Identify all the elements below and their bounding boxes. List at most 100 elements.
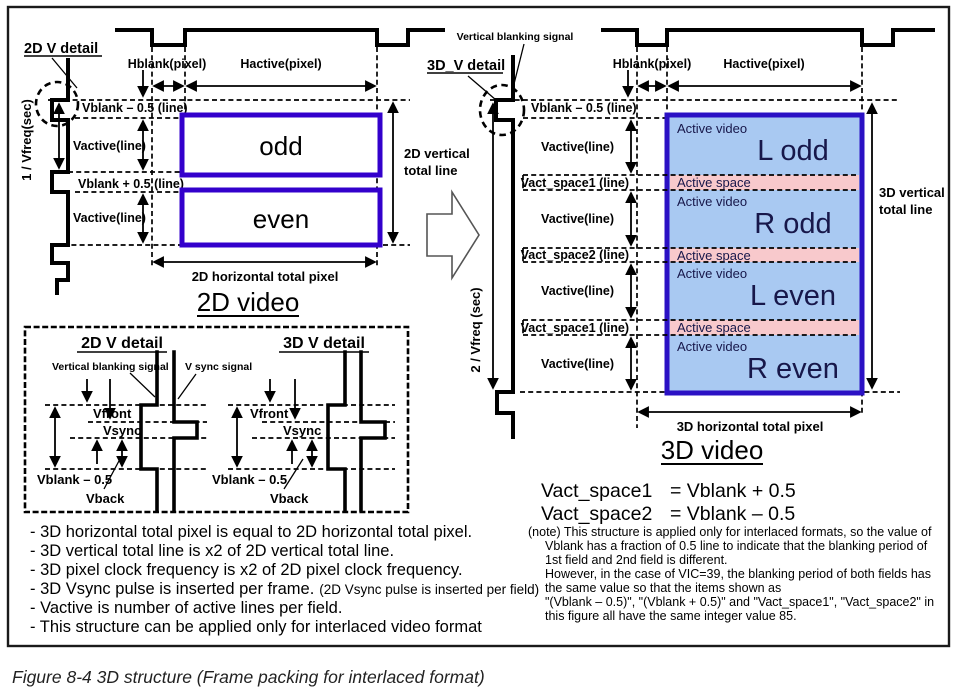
detail-circle (478, 83, 526, 137)
2d-detail-vsync-waveform (172, 350, 199, 512)
active-video-label: Active video (677, 121, 747, 136)
3d-diagram: Vertical blanking signal 3D_V detail Hbl… (427, 28, 945, 465)
vact-space1-label: Vact_space1 (line) (521, 321, 629, 335)
3d-vblank-waveform (494, 55, 515, 439)
vfront-label: Vfront (250, 406, 289, 421)
v-detail-box: 2D V detail 3D V detail Vertical blankin… (23, 325, 410, 514)
note-line: (note) This structure is applied only fo… (528, 525, 932, 539)
pointer-line (103, 458, 121, 490)
vactive-label: Vactive(line) (73, 139, 146, 153)
3d-video-title: 3D video (661, 435, 764, 465)
note-line: Vblank has a fraction of 0.5 line to ind… (545, 539, 928, 553)
vfront-label: Vfront (93, 406, 132, 421)
vact-space2-formula-rhs: = Vblank – 0.5 (670, 503, 795, 525)
hblank-label: Hblank(pixel) (613, 57, 692, 71)
odd-field-box (179, 112, 383, 178)
2d-horizontal-total-label: 2D horizontal total pixel (192, 269, 339, 284)
vback-label: Vback (86, 491, 125, 506)
vsync-label: Vsync (103, 423, 141, 438)
bullet-item: - 3D Vsync pulse is inserted per frame. (… (30, 580, 539, 598)
vblank-plus-label: Vblank + 0.5 (line) (78, 177, 184, 191)
active-space-band (670, 248, 859, 262)
vblank-label: Vblank – 0.5 (212, 472, 287, 487)
vact-space2-formula-lhs: Vact_space2 (541, 503, 652, 525)
3d-vertical-total-label: 3D vertical (879, 185, 945, 200)
vactive-label: Vactive(line) (541, 212, 614, 226)
2d-v-detail-label: 2D V detail (24, 41, 98, 57)
bullet-item: - 3D pixel clock frequency is x2 of 2D p… (30, 561, 463, 579)
3d-v-detail-label: 3D_V detail (427, 58, 505, 74)
vact-space2-label: Vact_space2 (line) (521, 248, 629, 262)
bullet-list: - 3D horizontal total pixel is equal to … (30, 523, 539, 636)
active-space-band (670, 175, 859, 190)
vactive-label: Vactive(line) (73, 211, 146, 225)
vblank-minus-label: Vblank – 0.5 (line) (531, 101, 637, 115)
vact-space1-formula-rhs: = Vblank + 0.5 (670, 480, 796, 502)
bullet-item-suffix: (2D Vsync pulse is inserted per field) (319, 582, 539, 597)
active-video-label: Active video (677, 266, 747, 281)
bullet-item-main: - 3D Vsync pulse is inserted per frame. (30, 580, 314, 598)
vact-space1-label: Vact_space1 (line) (521, 176, 629, 190)
2d-hsync-waveform (115, 28, 445, 47)
even-field-box (179, 187, 383, 248)
note-block: (note) This structure is applied only fo… (528, 525, 934, 623)
l-odd-label: L odd (757, 135, 829, 167)
3d-detail-vsync-waveform (359, 350, 387, 512)
even-label: even (253, 204, 309, 234)
blanking-signal-label: Vertical blanking signal (457, 31, 574, 43)
active-video-label: Active video (677, 194, 747, 209)
l-even-label: L even (750, 280, 836, 312)
2d-vertical-total-label2: total line (404, 163, 457, 178)
note-line: this figure all have the same integer va… (545, 609, 797, 623)
vsync-signal-label: V sync signal (185, 361, 252, 373)
pointer-line (511, 43, 525, 93)
vact-space1-formula-lhs: Vact_space1 (541, 480, 652, 502)
2d-video-title: 2D video (197, 287, 300, 317)
vblank-minus-label: Vblank – 0.5 (line) (82, 101, 188, 115)
active-space-band (670, 320, 859, 335)
3d-vertical-total-label2: total line (879, 202, 932, 217)
3d-hsync-waveform (601, 28, 935, 47)
bullet-item: - Vactive is number of active lines per … (30, 599, 342, 617)
r-odd-label: R odd (754, 208, 831, 240)
3d-v-detail-title: 3D V detail (283, 335, 365, 352)
vactive-label: Vactive(line) (541, 357, 614, 371)
2d-vblank-waveform (50, 58, 70, 295)
2d-detail-blanking-waveform (139, 350, 159, 512)
pointer-line (467, 75, 497, 101)
formula-block: Vact_space1 = Vblank + 0.5 Vact_space2 =… (541, 480, 796, 525)
odd-label: odd (259, 131, 302, 161)
3d-detail-blanking-waveform (326, 350, 347, 512)
active-space-label: Active space (677, 320, 751, 335)
blanking-signal-label: Vertical blanking signal (52, 361, 169, 373)
vactive-label: Vactive(line) (541, 284, 614, 298)
vfreq-label: 2 / Vfreq (sec) (468, 287, 483, 372)
active-space-label: Active space (677, 175, 751, 190)
figure-caption: Figure 8-4 3D structure (Frame packing f… (12, 667, 485, 687)
2d-v-detail-title: 2D V detail (81, 335, 163, 352)
vblank-label: Vblank – 0.5 (37, 472, 112, 487)
bullet-item: - 3D vertical total line is x2 of 2D ver… (30, 542, 394, 560)
note-line: "(Vblank – 0.5)", "(Vblank + 0.5)" and "… (545, 595, 934, 609)
2d-vertical-total-label: 2D vertical (404, 146, 470, 161)
vsync-label: Vsync (283, 423, 321, 438)
active-space-label: Active space (677, 248, 751, 263)
bullet-item: - This structure can be applied only for… (30, 618, 482, 636)
pointer-line (177, 373, 197, 400)
active-video-label: Active video (677, 339, 747, 354)
2d-diagram: 2D V detail Hblank(pixel) Hactive(pixel)… (19, 28, 470, 317)
bullet-item: - 3D horizontal total pixel is equal to … (30, 523, 472, 541)
hblank-label: Hblank(pixel) (128, 57, 207, 71)
transform-arrow-icon (426, 189, 480, 281)
note-line: However, in the case of VIC=39, the blan… (545, 567, 931, 581)
hactive-label: Hactive(pixel) (723, 57, 804, 71)
note-line: the same value so that the items shown a… (545, 581, 781, 595)
pointer-line (283, 458, 304, 490)
3d-horizontal-total-label: 3D horizontal total pixel (677, 419, 824, 434)
vfreq-label: 1 / Vfreq(sec) (19, 99, 34, 181)
pointer-line (129, 372, 156, 398)
note-line: 1st field and 2nd field is different. (545, 553, 728, 567)
pointer-line (51, 57, 78, 89)
